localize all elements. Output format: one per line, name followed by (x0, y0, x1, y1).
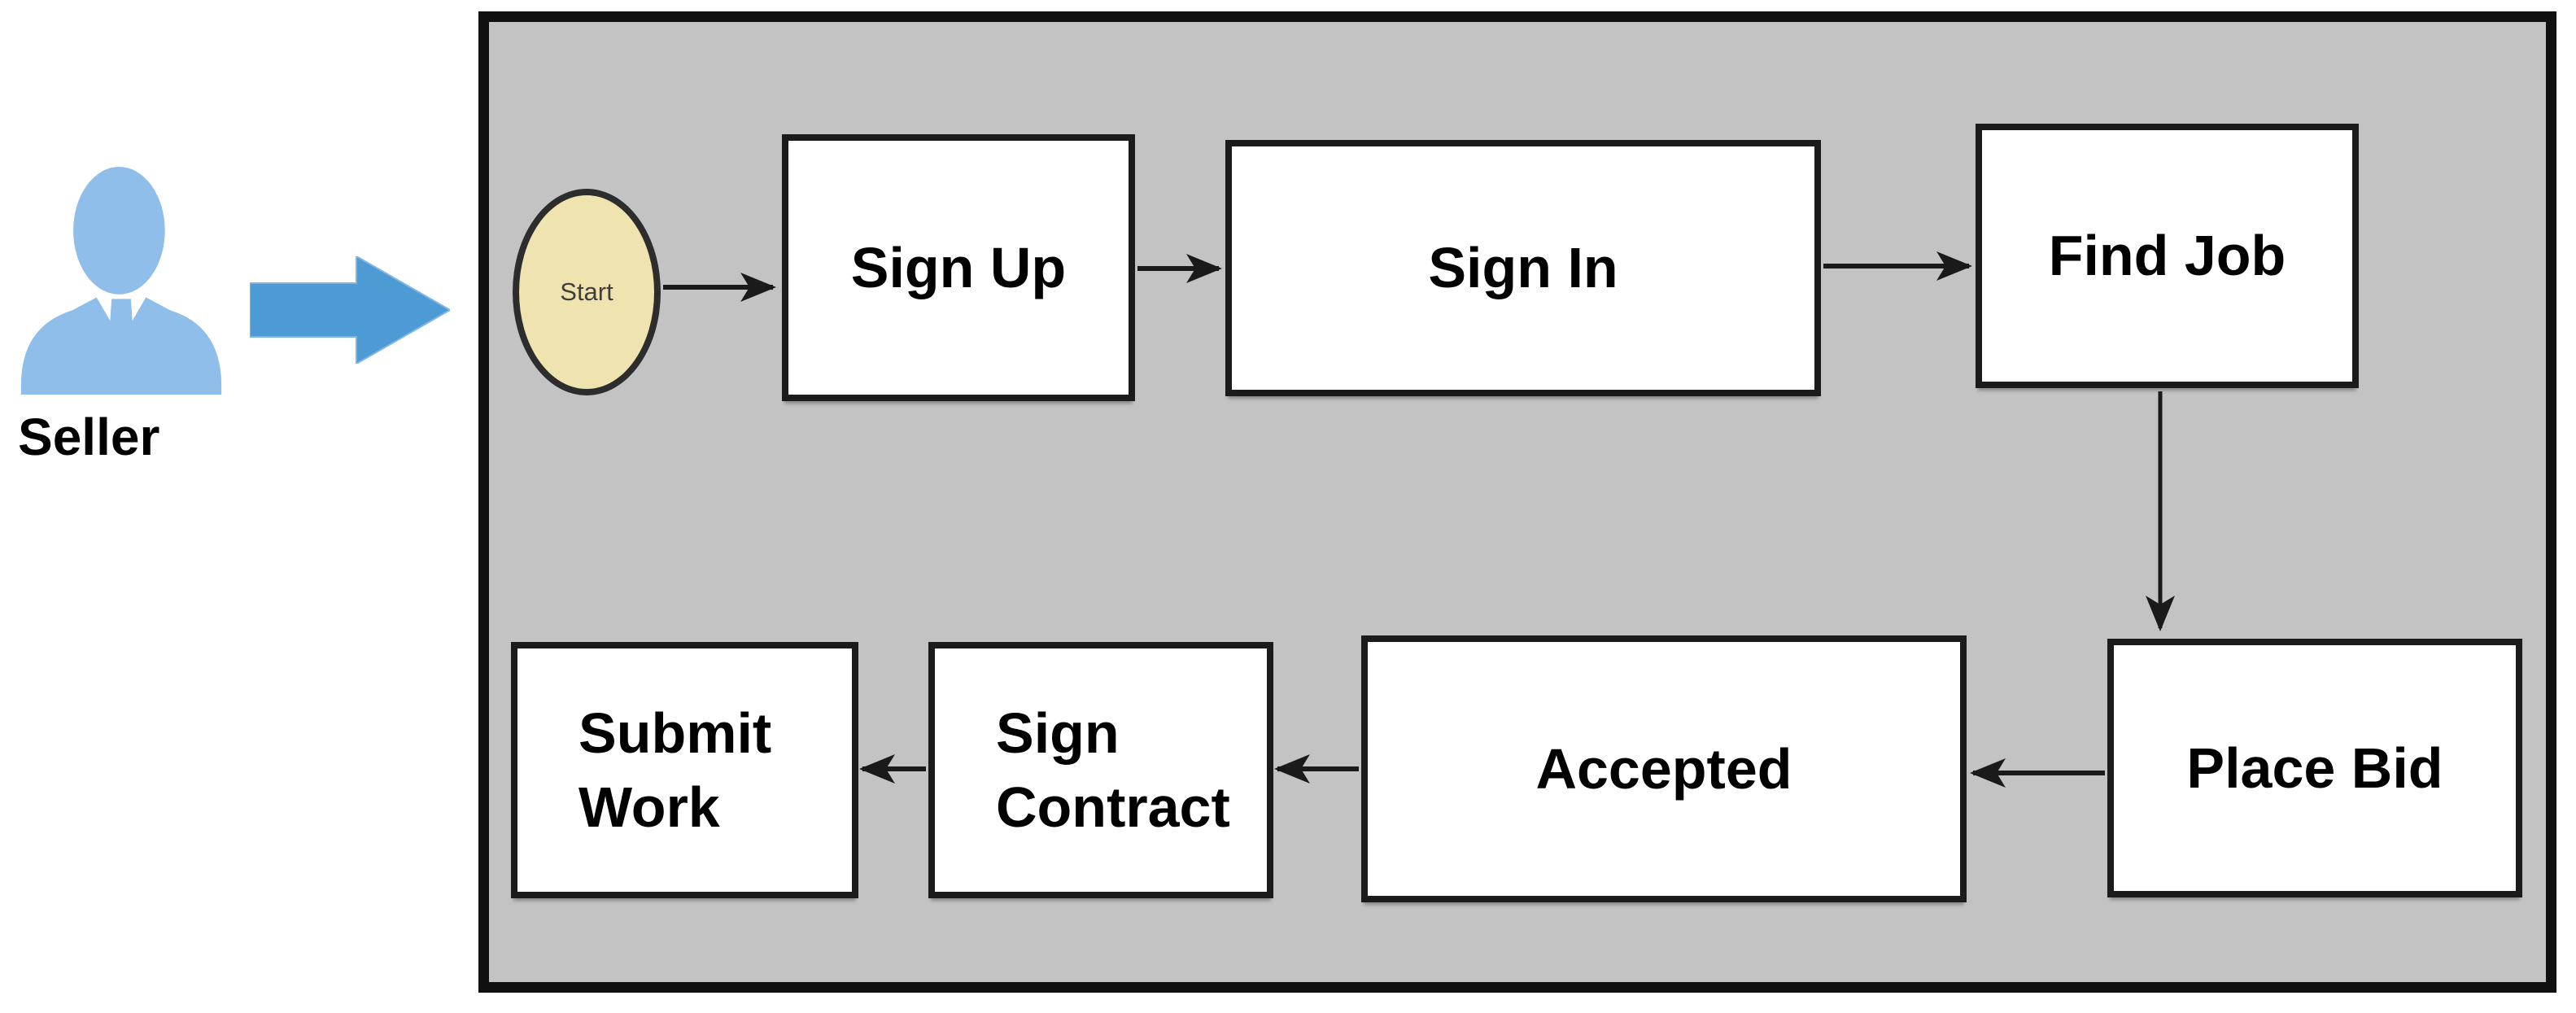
node-label: Find Job (2048, 224, 2286, 287)
start-node: Start (513, 189, 661, 395)
node-sign-contract: Sign Contract (928, 642, 1273, 898)
node-accepted: Accepted (1361, 635, 1967, 902)
node-label: Accepted (1535, 736, 1792, 801)
node-label: Place Bid (2186, 736, 2443, 800)
node-label: Submit Work (579, 701, 772, 839)
node-label: Sign In (1428, 236, 1618, 299)
node-find-job: Find Job (1976, 124, 2359, 388)
seller-label: Seller (18, 408, 160, 466)
node-label: Sign Up (850, 235, 1067, 299)
node-sign-up: Sign Up (782, 134, 1135, 401)
node-place-bid: Place Bid (2107, 639, 2522, 897)
big-blue-arrow-icon (250, 256, 450, 364)
seller-person-icon (20, 167, 222, 395)
start-label: Start (560, 277, 613, 306)
node-submit-work: Submit Work (511, 642, 858, 898)
node-label: Sign Contract (996, 701, 1230, 839)
node-sign-in: Sign In (1225, 140, 1821, 396)
